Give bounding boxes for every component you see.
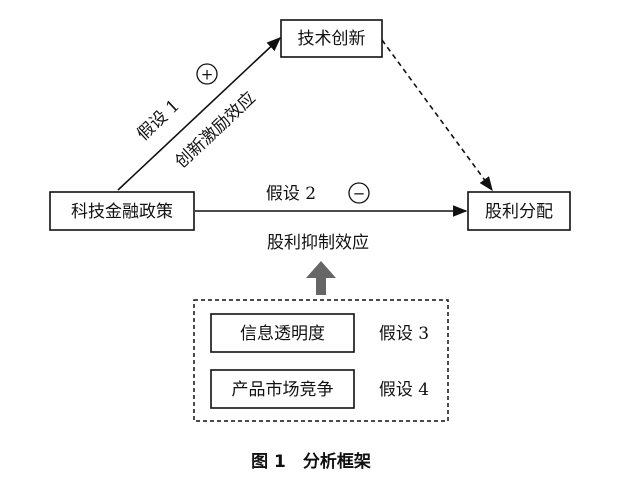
hypothesis-4-label: 假设 4 [379,380,429,400]
hypothesis-1-effect: 创新激励效应 [171,88,259,172]
figure-caption: 图 1 分析框架 [251,451,371,472]
hypothesis-2-effect: 股利抑制效应 [267,233,369,253]
moderators-container [193,299,449,422]
moderator-transparency-label: 信息透明度 [240,324,325,344]
hypothesis-3-label: 假设 3 [379,324,429,344]
positive-sign-text: + [201,66,214,84]
arrow-innovation-to-dividend [381,39,493,192]
hypothesis-1-label: 假设 1 [133,96,183,145]
node-policy-label: 科技金融政策 [71,202,173,222]
node-dividend-label: 股利分配 [485,202,553,222]
node-innovation-label: 技术创新 [298,29,366,49]
moderation-up-arrow-icon [306,261,336,295]
hypothesis-2-label: 假设 2 [266,184,316,204]
negative-sign-text: − [353,185,366,203]
moderator-competition: 产品市场竞争 [210,369,355,409]
moderator-competition-label: 产品市场竞争 [232,380,334,400]
node-innovation: 技术创新 [280,19,383,58]
positive-sign-icon: + [196,63,218,85]
node-dividend: 股利分配 [467,191,571,231]
negative-sign-icon: − [348,182,370,204]
node-policy: 科技金融政策 [49,191,195,231]
moderator-transparency: 信息透明度 [210,313,355,353]
arrow-policy-to-innovation [117,37,282,191]
